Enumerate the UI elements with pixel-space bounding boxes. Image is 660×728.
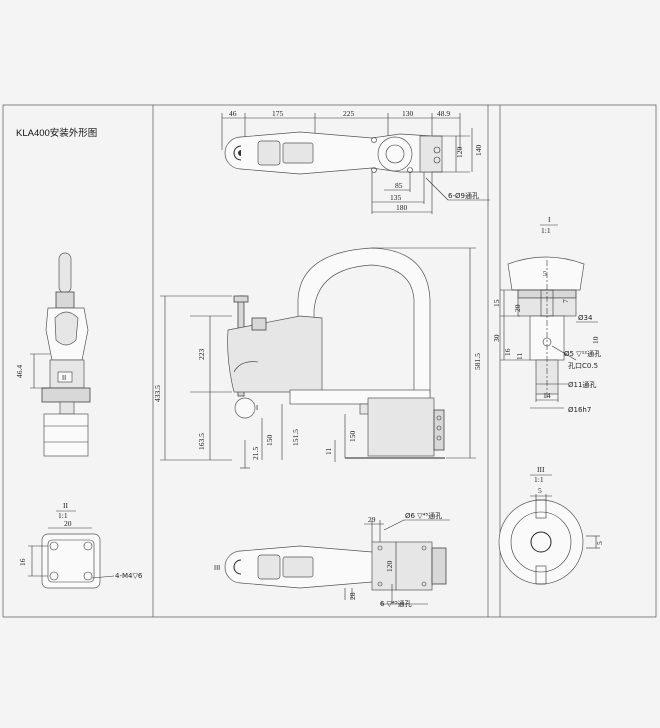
front-view: I 223 433.5 163.5 151.5 150 21.5 11 150 xyxy=(153,247,482,469)
bottom-marker-iii: III xyxy=(214,564,220,572)
detail-ii-hole-note: 4-M4▽6 xyxy=(115,572,143,580)
front-dim-581-5: 581.5 xyxy=(473,353,482,370)
detail-ii-scale: 1:1 xyxy=(58,511,68,520)
front-dim-151-5: 151.5 xyxy=(291,429,300,446)
top-dim-180: 180 xyxy=(396,203,408,212)
front-dim-150: 150 xyxy=(265,435,274,447)
detail-iii-dim-5a: 5 xyxy=(538,486,542,495)
detail-iii-scale: 1:1 xyxy=(534,475,544,484)
front-marker-i: I xyxy=(256,404,258,412)
front-dim-163-5: 163.5 xyxy=(197,433,206,450)
detail-ii-dim-16: 16 xyxy=(18,558,27,566)
bottom-view: III 29 Ø6 ▽⁴⁵通孔 120 28 6 ▽⁴⁵通孔 xyxy=(214,511,450,608)
detail-i-dia-34: Ø34 xyxy=(578,314,593,322)
detail-iii: III 1:1 5 5 xyxy=(498,465,604,585)
detail-i-dia-16: Ø16h7 xyxy=(568,406,591,414)
detail-i-dim-16: 16 xyxy=(503,348,512,356)
bottom-dim-120: 120 xyxy=(385,561,394,573)
bottom-hole-note-1: Ø6 ▽⁴⁵通孔 xyxy=(405,511,442,520)
front-dim-433-5: 433.5 xyxy=(153,385,162,402)
detail-i-dia-11: Ø11通孔 xyxy=(568,380,596,389)
detail-i-dim-5: 5 xyxy=(543,269,547,278)
detail-i-label: I xyxy=(548,215,551,224)
drawing-title: KLA400安装外形图 xyxy=(16,127,97,139)
detail-i-dim-10: 10 xyxy=(591,336,600,344)
bottom-dim-29: 29 xyxy=(368,515,376,524)
top-view: 46 175 225 130 48.9 120 140 8 xyxy=(221,109,490,214)
top-dim-120: 120 xyxy=(455,147,464,159)
detail-i-chamfer: 孔口C0.5 xyxy=(568,362,598,370)
bottom-hole-note-2: 6 ▽⁴⁵通孔 xyxy=(380,599,412,608)
detail-iii-dim-5b: 5 xyxy=(595,541,604,545)
detail-iii-label: III xyxy=(537,465,545,474)
bottom-dim-28: 28 xyxy=(348,592,357,600)
detail-i-dim-7: 7 xyxy=(561,299,570,303)
top-hole-note: 6-Ø9通孔 xyxy=(448,191,479,200)
front-dim-21-5: 21.5 xyxy=(251,447,260,460)
front-dim-223: 223 xyxy=(197,349,206,361)
detail-ii-dim-20: 20 xyxy=(64,519,72,528)
top-dim-140: 140 xyxy=(474,145,483,157)
side-dim-46-4: 46.4 xyxy=(15,365,24,378)
front-dim-11: 11 xyxy=(324,448,333,455)
side-marker-ii: II xyxy=(62,374,66,382)
top-dim-225: 225 xyxy=(343,109,355,118)
detail-i-dim-30: 30 xyxy=(492,334,501,342)
detail-i-dim-14: 14 xyxy=(543,391,551,400)
top-dim-130: 130 xyxy=(402,109,414,118)
drawing-frame xyxy=(2,104,657,618)
detail-i-dim-11: 11 xyxy=(515,353,524,360)
detail-ii: II 1:1 20 16 4-M4▽6 xyxy=(18,501,143,589)
left-side-view: II 46.4 xyxy=(15,252,91,457)
top-dim-175: 175 xyxy=(272,109,284,118)
detail-ii-label: II xyxy=(63,501,68,510)
top-dim-48-9: 48.9 xyxy=(437,109,450,118)
front-dim-150b: 150 xyxy=(348,431,357,443)
top-dim-135: 135 xyxy=(390,193,402,202)
detail-i: I 1:1 5 15 30 20 16 11 7 10 Ø34 Ø5 ▽¹²通孔… xyxy=(492,215,601,414)
top-dim-46: 46 xyxy=(229,109,237,118)
detail-i-scale: 1:1 xyxy=(541,226,551,235)
detail-i-dim-15: 15 xyxy=(492,299,501,307)
detail-i-dim-20: 20 xyxy=(513,304,522,312)
detail-i-dia-5: Ø5 ▽¹²通孔 xyxy=(564,349,601,358)
top-dim-85: 85 xyxy=(395,181,403,190)
